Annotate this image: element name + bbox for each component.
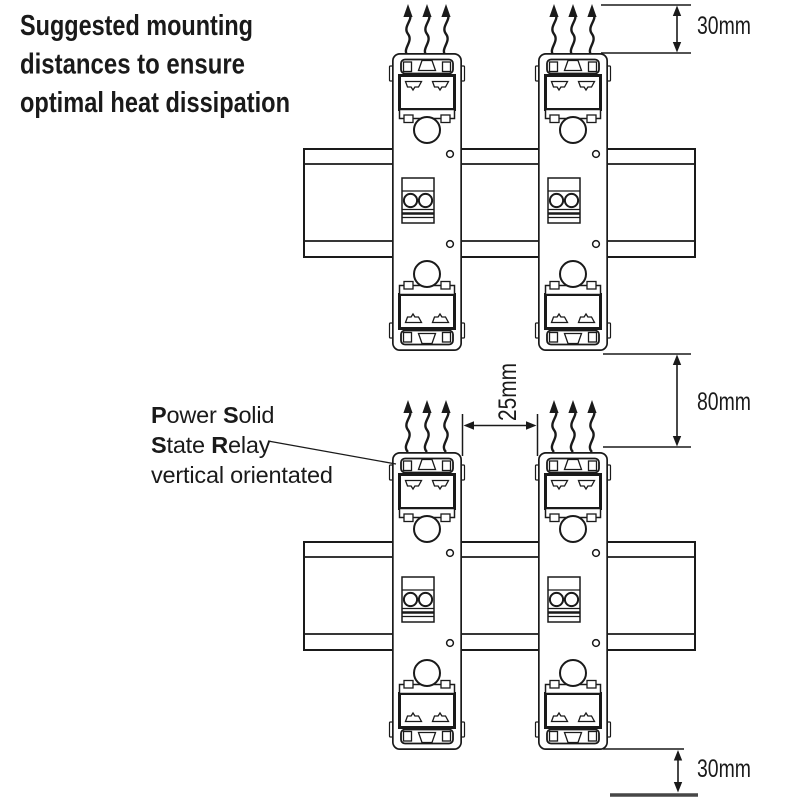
din-rail-bottom [303, 541, 696, 651]
title-line-3: optimal heat dissipation [20, 87, 290, 119]
page-title: Suggested mounting distances to ensure o… [20, 10, 290, 119]
top-spacing-label: 30mm [697, 12, 751, 40]
ssr-unit-bottom-left [390, 453, 465, 749]
pssr-label-line-3: vertical orientated [151, 462, 333, 488]
heat-arrows-top-right [549, 4, 596, 56]
column-spacing-label: 25mm [494, 363, 522, 421]
ssr-unit-bottom-right [536, 453, 611, 749]
pssr-label-line-2: State Relay [151, 432, 271, 458]
pssr-leader-line [267, 440, 397, 465]
din-rail-top [303, 148, 696, 258]
heat-arrows-bottom-left [403, 400, 450, 452]
row-spacing-label: 80mm [697, 388, 751, 416]
pssr-label-line-1: Power Solid [151, 402, 275, 428]
ssr-unit-top-right [536, 54, 611, 350]
dimension-column-spacing: 25mm [461, 363, 539, 456]
title-line-1: Suggested mounting [20, 10, 253, 42]
heat-arrows-bottom-right [549, 400, 596, 452]
title-line-2: distances to ensure [20, 49, 245, 81]
pssr-label: Power Solid State Relay vertical orienta… [151, 400, 333, 490]
dimension-bottom-spacing: 30mm [603, 748, 751, 797]
heat-arrows-top-left [403, 4, 450, 56]
dimension-row-spacing: 80mm [603, 353, 751, 448]
bottom-spacing-label: 30mm [697, 755, 751, 783]
dimension-top-spacing: 30mm [601, 4, 751, 54]
ssr-unit-top-left [390, 54, 465, 350]
